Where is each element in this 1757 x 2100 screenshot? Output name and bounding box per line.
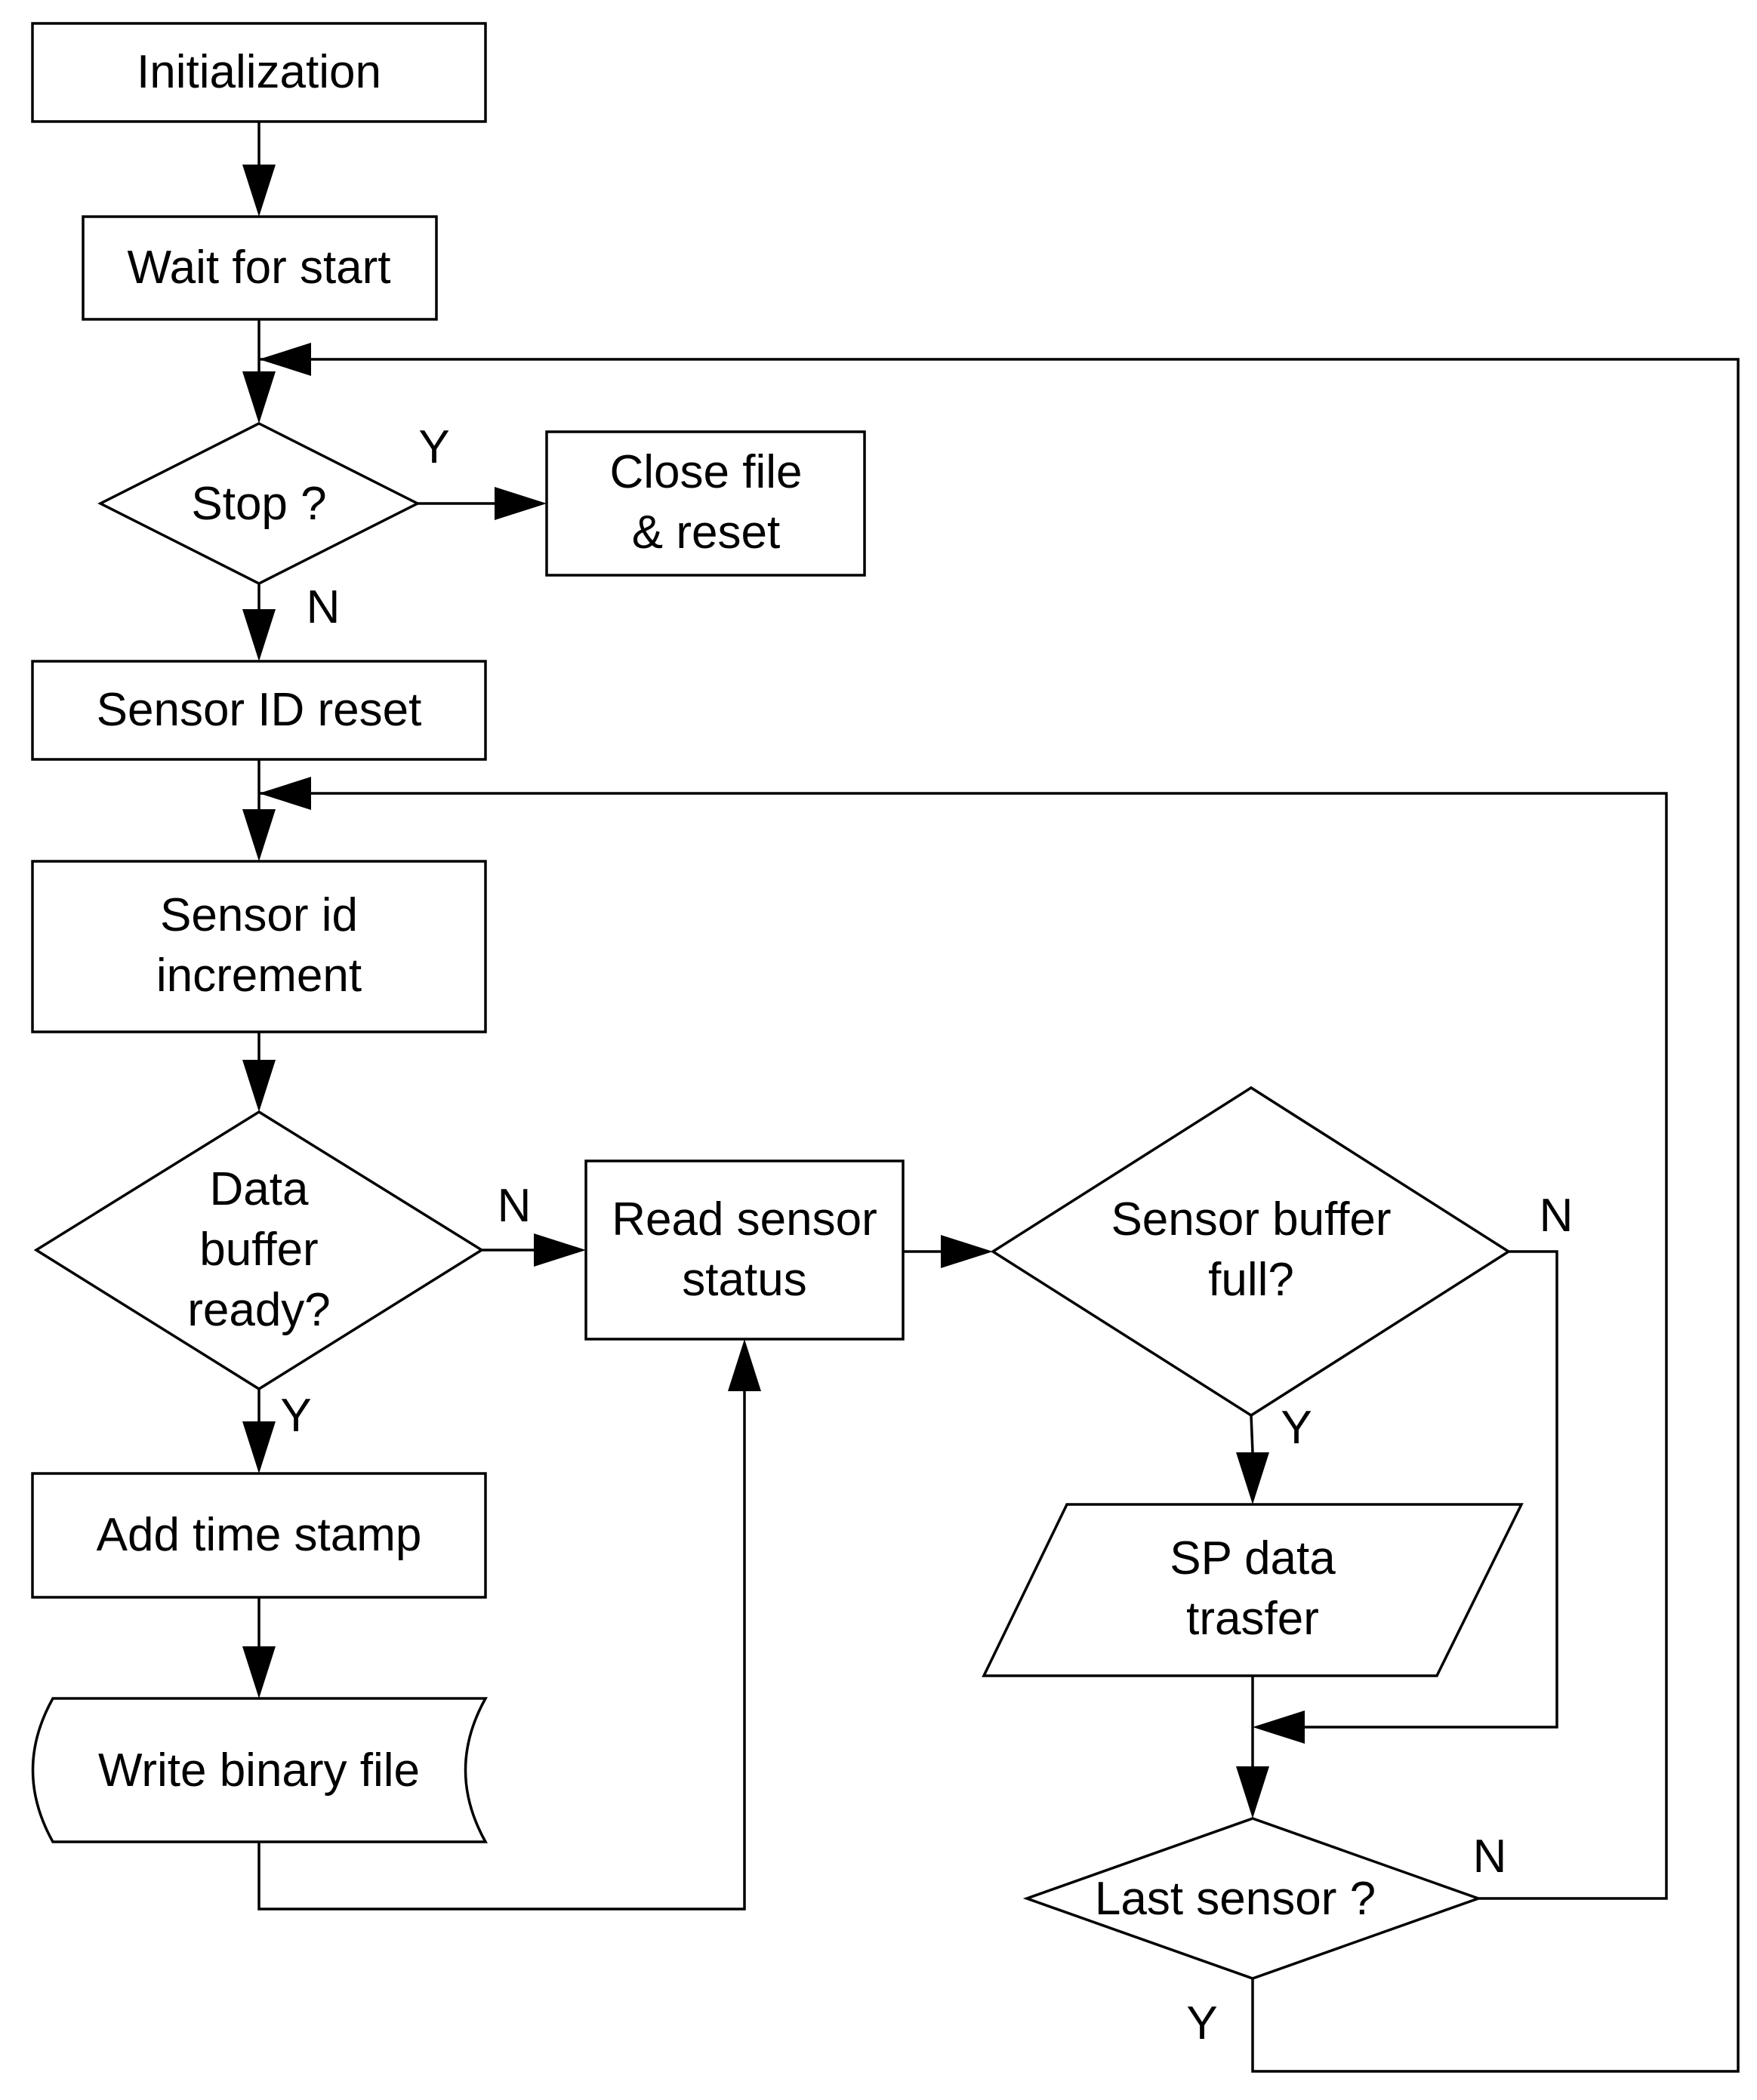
sensor-buffer-full-line-2: full? (1208, 1254, 1294, 1306)
connector-init-to-wait (242, 122, 276, 217)
data-buffer-yes-label: Y (280, 1390, 311, 1442)
connector-increment-to-data-buffer (242, 1032, 276, 1112)
initialization-box: Initialization (31, 22, 487, 123)
read-sensor-status-line-2: status (682, 1254, 806, 1306)
data-buffer-ready-line-2: buffer (199, 1224, 318, 1276)
data-buffer-ready-line-3: ready? (187, 1284, 331, 1336)
sensor-id-reset-box: Sensor ID reset (31, 660, 487, 761)
stop-yes-label: Y (418, 421, 449, 473)
connector-stop-no-to-sensor-reset (242, 584, 276, 661)
sensor-buffer-full-decision: Sensor buffer full? (990, 1085, 1512, 1418)
connector-reset-to-increment (242, 759, 276, 861)
connector-buffer-full-yes-to-sp-transfer (1236, 1415, 1269, 1504)
sensor-id-reset-label: Sensor ID reset (97, 684, 422, 736)
add-time-stamp-box: Add time stamp (31, 1472, 487, 1599)
connector-write-file-to-read-status (257, 1339, 761, 1911)
data-buffer-no-label: N (498, 1180, 532, 1232)
connector-wait-to-stop (242, 319, 276, 423)
connector-data-buffer-yes-to-timestamp (242, 1389, 276, 1473)
last-sensor-decision: Last sensor ? (1022, 1817, 1483, 1980)
connector-last-sensor-no-to-increment (259, 777, 1668, 1900)
sp-data-transfer-line-2: trasfer (1186, 1593, 1319, 1645)
stop-decision: Stop ? (97, 422, 421, 585)
connector-data-buffer-no-to-read-status (482, 1233, 586, 1267)
sensor-id-increment-line-2: increment (156, 950, 362, 1002)
wait-for-start-box: Wait for start (82, 215, 438, 321)
connector-buffer-full-no-to-merge (1253, 1250, 1558, 1744)
wait-for-start-label: Wait for start (127, 242, 390, 294)
last-sensor-label: Last sensor ? (1095, 1873, 1376, 1925)
connector-sp-transfer-to-last-sensor (1236, 1676, 1269, 1818)
read-sensor-status-box: Read sensor status (584, 1159, 905, 1341)
add-time-stamp-label: Add time stamp (97, 1509, 422, 1561)
connector-last-sensor-yes-to-stop (259, 343, 1740, 2073)
connector-timestamp-to-write-file (242, 1597, 276, 1698)
write-binary-file-label: Write binary file (98, 1744, 420, 1797)
close-file-reset-box: Close file & reset (545, 430, 866, 577)
connector-stop-yes-to-close (418, 487, 547, 520)
sensor-buffer-full-line-1: Sensor buffer (1111, 1193, 1391, 1246)
initialization-label: Initialization (137, 46, 381, 98)
sensor-id-increment-box: Sensor id increment (31, 860, 487, 1033)
write-binary-file-shape: Write binary file (31, 1697, 488, 1843)
sensor-id-increment-line-1: Sensor id (160, 889, 358, 941)
sensor-buffer-yes-label: Y (1281, 1402, 1312, 1454)
connector-read-status-to-buffer-full (903, 1235, 993, 1268)
read-sensor-status-line-1: Read sensor (612, 1193, 877, 1246)
sp-data-transfer-shape: SP data trasfer (982, 1503, 1524, 1677)
sensor-buffer-no-label: N (1540, 1190, 1574, 1242)
data-buffer-ready-decision: Data buffer ready? (33, 1110, 485, 1391)
stop-no-label: N (307, 581, 341, 633)
close-file-reset-line-2: & reset (632, 507, 780, 559)
sp-data-transfer-line-1: SP data (1170, 1532, 1336, 1584)
close-file-reset-line-1: Close file (610, 446, 803, 498)
stop-decision-label: Stop ? (191, 478, 326, 530)
last-sensor-yes-label: Y (1186, 1997, 1217, 2049)
data-buffer-ready-line-1: Data (210, 1163, 309, 1215)
last-sensor-no-label: N (1473, 1831, 1507, 1883)
